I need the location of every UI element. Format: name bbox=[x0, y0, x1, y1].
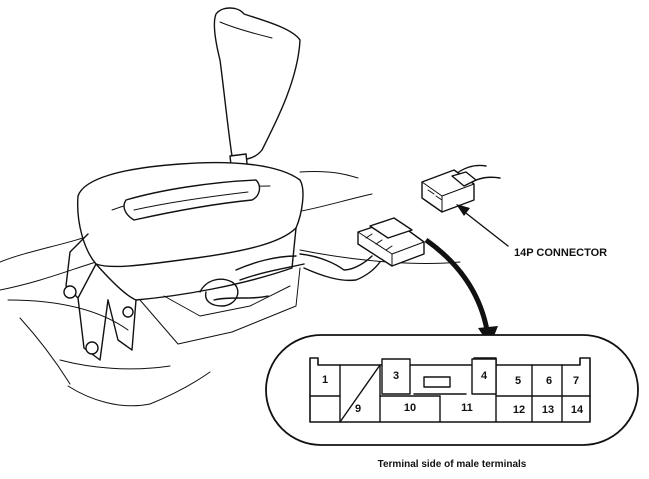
connector-leader-arrow bbox=[456, 204, 509, 247]
pin-4: 4 bbox=[481, 370, 488, 382]
terminal-face-view: 1 3 4 5 6 7 9 10 11 12 13 14 bbox=[265, 334, 639, 446]
wiring-harness bbox=[199, 253, 381, 307]
connector-label: 14P CONNECTOR bbox=[514, 247, 607, 259]
pin-13: 13 bbox=[542, 404, 554, 416]
pin-10: 10 bbox=[404, 402, 416, 414]
pin-12: 12 bbox=[513, 404, 525, 416]
harness-connector bbox=[357, 217, 425, 267]
14p-connector bbox=[421, 164, 501, 213]
terminal-pointer-arrow bbox=[424, 237, 498, 346]
pin-3: 3 bbox=[393, 370, 399, 382]
terminal-caption: Terminal side of male terminals bbox=[378, 459, 527, 470]
pin-6: 6 bbox=[546, 375, 552, 387]
pin-11: 11 bbox=[461, 402, 473, 414]
pin-14: 14 bbox=[571, 404, 584, 416]
pin-7: 7 bbox=[573, 375, 579, 387]
pin-1: 1 bbox=[322, 374, 328, 386]
pin-5: 5 bbox=[515, 375, 521, 387]
shifter-console bbox=[63, 161, 304, 361]
pin-9: 9 bbox=[355, 403, 361, 415]
